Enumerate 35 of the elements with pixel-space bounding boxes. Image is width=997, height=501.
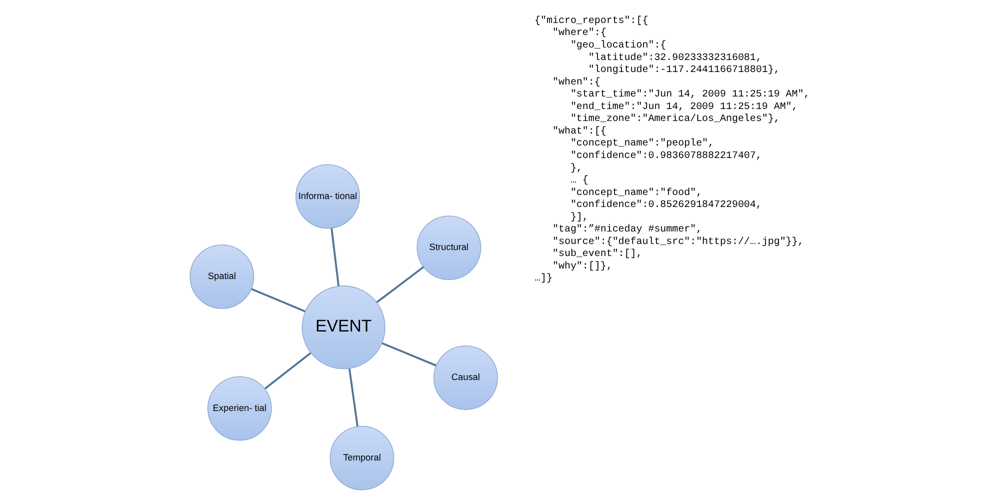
node-circle: Experien- tial: [207, 376, 272, 441]
label: "confidence":0.9836078882217407,: [570, 150, 762, 161]
label: }],: [570, 211, 588, 222]
connector: [264, 352, 312, 390]
node-circle: Temporal: [330, 426, 394, 490]
label: "confidence":0.8526291847229004,: [570, 199, 762, 210]
node-circle: Causal: [433, 346, 498, 410]
label: "geo_location":{: [570, 39, 666, 50]
label: "what":[{: [552, 125, 606, 136]
label: "where":{: [552, 27, 606, 38]
label: },: [570, 162, 582, 174]
label: "concept_name":"people",: [570, 138, 714, 149]
label: "time_zone":"America/Los_Angeles"},: [570, 113, 780, 124]
label: {"micro_reports":[{: [534, 14, 648, 26]
label: "when":{: [552, 76, 600, 88]
label: "concept_name":"food",: [570, 186, 702, 198]
label: … {: [570, 174, 588, 186]
connector: [330, 228, 340, 286]
label: "start_time":"Jun 14, 2009 11:25:19 AM",: [570, 88, 810, 100]
node-circle: Informa- tional: [296, 164, 360, 229]
label: "sub_event":[],: [552, 248, 642, 260]
node-circle: Spatial: [190, 244, 254, 309]
label: "why":[]},: [552, 260, 612, 272]
label: "longitude":-117.2441166718801},: [588, 64, 780, 76]
label: "tag":”#niceday #summer",: [552, 224, 702, 235]
label: "latitude":32.90233332316081,: [588, 52, 762, 63]
connector: [382, 342, 437, 366]
connector: [251, 288, 306, 312]
label: "end_time":"Jun 14, 2009 11:25:19 AM",: [570, 100, 798, 112]
connector: [376, 266, 424, 303]
node-circle: EVENT: [302, 286, 386, 370]
node-circle: Structural: [416, 216, 482, 280]
connector: [348, 368, 358, 427]
label: …]}: [534, 272, 553, 284]
label: "source":{"default_src":"https://….jpg"}},: [552, 236, 804, 247]
